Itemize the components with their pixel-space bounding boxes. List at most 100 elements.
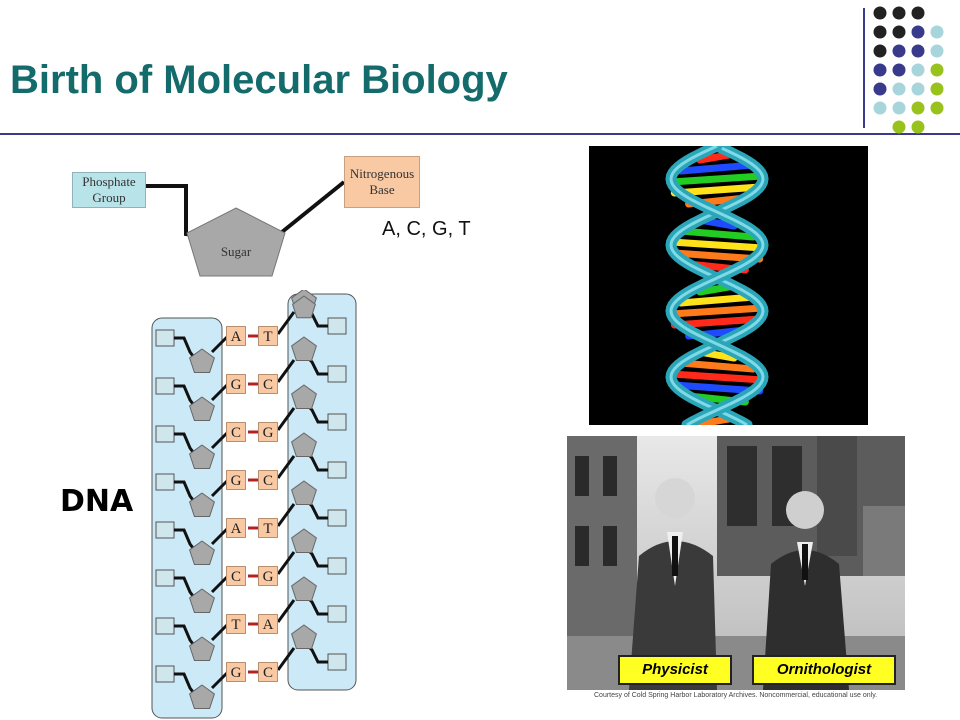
decorative-vertical-line — [863, 8, 865, 128]
base-right: C — [258, 662, 278, 682]
helix-rung — [677, 293, 757, 307]
phosphate-sugar-bond — [146, 184, 201, 238]
left-base-bond — [210, 670, 230, 690]
left-sugar — [189, 540, 215, 565]
base-right: A — [258, 614, 278, 634]
helix-strand-a-highlight — [669, 144, 765, 427]
base-right: G — [258, 566, 278, 586]
right-base-bond — [276, 599, 296, 623]
decor-dot — [873, 63, 887, 77]
base-left: G — [226, 662, 246, 682]
base-right: C — [258, 374, 278, 394]
decor-dot — [930, 25, 944, 39]
decor-dot — [930, 44, 944, 58]
base-right: T — [258, 518, 278, 538]
physicist-tag: Physicist — [618, 655, 732, 685]
nitrogenous-base-box: Nitrogenous Base — [344, 156, 420, 208]
decor-dot — [930, 101, 944, 115]
dna-ladder-diagram — [151, 290, 357, 719]
right-sugar — [291, 480, 317, 505]
left-sugar — [189, 588, 215, 613]
right-sugar — [291, 336, 317, 361]
helix-rung — [668, 370, 766, 384]
helix-rung — [668, 172, 766, 186]
decor-dot — [873, 6, 887, 20]
decorative-dot-grid — [873, 6, 944, 134]
left-sugar — [189, 636, 215, 661]
right-base-bond — [276, 503, 296, 527]
base-right: G — [258, 422, 278, 442]
bases-list: A, C, G, T — [382, 218, 471, 240]
decor-dot — [892, 82, 906, 96]
helix-rung — [677, 359, 757, 373]
base-left: T — [226, 614, 246, 634]
decor-dot — [892, 6, 906, 20]
right-sugar-top — [292, 295, 316, 319]
title-divider — [0, 133, 960, 135]
decor-dot — [873, 44, 887, 58]
left-sugar — [189, 444, 215, 469]
decor-dot — [911, 44, 925, 58]
sugar-label: Sugar — [220, 244, 252, 259]
decor-dot — [911, 25, 925, 39]
left-base-bond — [210, 334, 230, 354]
left-base-bond — [210, 526, 230, 546]
decor-dot — [892, 44, 906, 58]
nucleotide-diagram — [146, 180, 346, 277]
decor-dot — [892, 101, 906, 115]
base-left: G — [226, 470, 246, 490]
decor-dot — [930, 63, 944, 77]
base-left: C — [226, 566, 246, 586]
left-sugar — [189, 492, 215, 517]
base-left: A — [226, 326, 246, 346]
left-base-bond — [210, 622, 230, 642]
decor-dot — [892, 120, 906, 134]
base-right: C — [258, 470, 278, 490]
decor-dot — [873, 82, 887, 96]
decor-dot — [911, 6, 925, 20]
base-right: T — [258, 326, 278, 346]
helix-rung — [668, 238, 766, 252]
left-sugar — [189, 396, 215, 421]
double-helix-graphic — [665, 140, 769, 431]
decor-dot — [873, 101, 887, 115]
decor-dot — [911, 120, 925, 134]
decor-dot — [911, 63, 925, 77]
right-sugar — [291, 384, 317, 409]
left-base-bond — [210, 478, 230, 498]
right-sugar — [291, 432, 317, 457]
base-left: G — [226, 374, 246, 394]
ornithologist-tag: Ornithologist — [752, 655, 896, 685]
double-helix-image — [589, 140, 868, 431]
decor-dot — [892, 63, 906, 77]
decor-dot — [892, 25, 906, 39]
decor-dot — [873, 25, 887, 39]
base-left: C — [226, 422, 246, 442]
sugar-pentagon — [186, 207, 286, 277]
left-base-bond — [210, 430, 230, 450]
left-base-bond — [210, 574, 230, 594]
dna-label: DNA — [60, 484, 134, 519]
scientists-photo-graphic — [567, 436, 905, 690]
photo-courtesy-note: Courtesy of Cold Spring Harbor Laborator… — [594, 692, 878, 699]
base-left: A — [226, 518, 246, 538]
left-sugar — [189, 348, 215, 373]
scientists-photo — [567, 436, 905, 690]
helix-strand-b-highlight — [669, 144, 765, 427]
left-sugar — [189, 684, 215, 709]
right-base-bond — [276, 647, 296, 671]
right-base-bond — [276, 407, 296, 431]
decor-dot — [930, 82, 944, 96]
helix-rung — [668, 304, 766, 318]
right-base-bond — [276, 359, 296, 383]
decor-dot — [911, 82, 925, 96]
right-sugar — [291, 624, 317, 649]
right-base-bond — [276, 455, 296, 479]
phosphate-group-box: Phosphate Group — [72, 172, 146, 208]
slide-title: Birth of Molecular Biology — [10, 58, 508, 102]
right-base-bond — [276, 551, 296, 575]
right-sugar — [291, 576, 317, 601]
right-base-bond — [276, 311, 296, 335]
helix-rung — [677, 227, 757, 241]
decor-dot — [911, 101, 925, 115]
